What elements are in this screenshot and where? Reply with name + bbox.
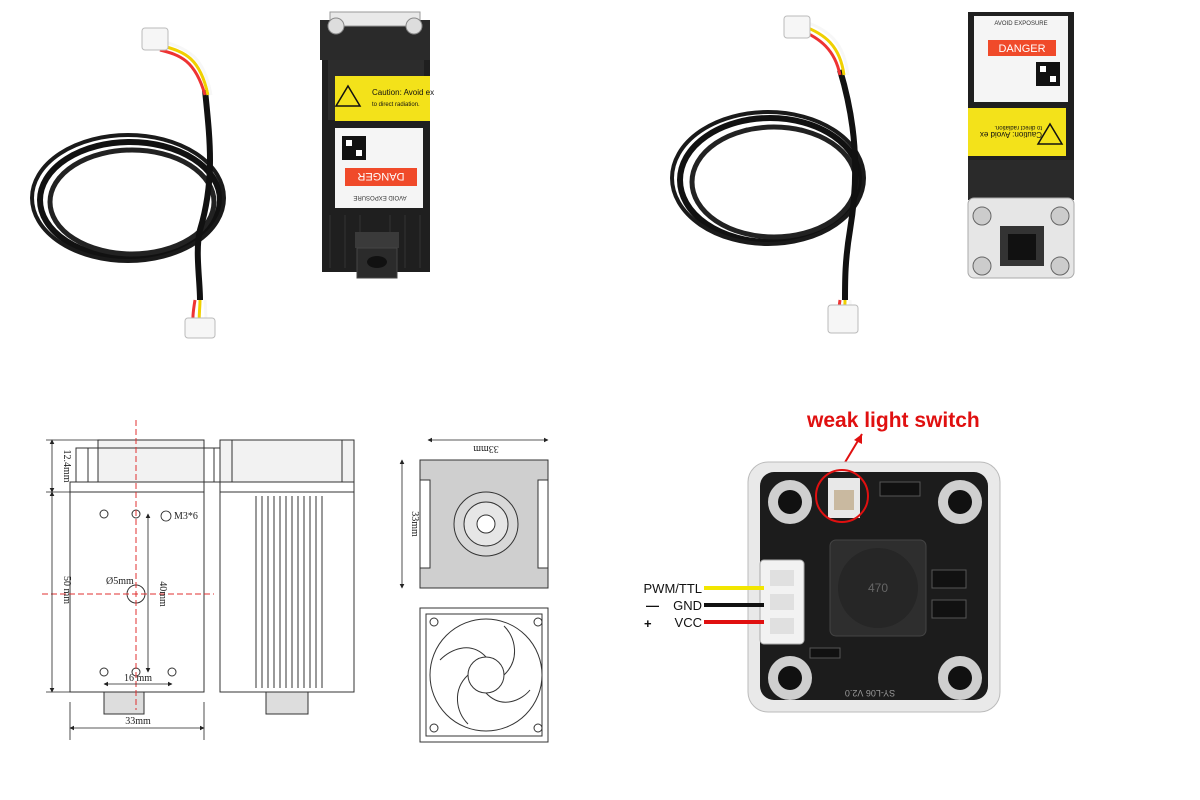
cable-coil: [670, 69, 866, 301]
driver-board-diagram: weak light switch 470: [620, 400, 1180, 730]
wire-label-gnd: GND: [673, 598, 702, 613]
centerlines: [42, 420, 214, 710]
heatsink-top-view: [419, 459, 549, 589]
wire-label-vcc: VCC: [675, 615, 702, 630]
svg-text:SY-L06 V2.0: SY-L06 V2.0: [845, 688, 895, 698]
svg-text:AVOID EXPOSURE: AVOID EXPOSURE: [353, 194, 406, 200]
dim-hole-spacing-h: 16 mm: [124, 673, 152, 684]
pcb-board: 470 SY-L06 V2.0: [747, 461, 1001, 713]
svg-text:DANGER: DANGER: [357, 170, 404, 182]
svg-text:Caution: Avoid ex: Caution: Avoid ex: [372, 88, 434, 97]
dim-hole-spacing-v: 40mm: [157, 581, 168, 607]
screw-label: M3*6: [174, 511, 198, 522]
wire-symbol-gnd: —: [646, 598, 659, 613]
connector-bottom: [184, 317, 216, 339]
wire-symbol-vcc: +: [644, 616, 652, 631]
laser-module-body: AVOID EXPOSURE DANGER Caution: Avoid ex …: [967, 12, 1075, 279]
connector-top: [783, 15, 811, 39]
dim-body-height: 50 mm: [61, 576, 72, 604]
side-view: [219, 439, 355, 715]
cable-coil: [30, 89, 226, 301]
wire-label-pwm: PWM/TTL: [644, 581, 703, 596]
fan-view: [419, 607, 549, 743]
connector-bottom: [827, 304, 859, 334]
svg-text:AVOID EXPOSURE: AVOID EXPOSURE: [994, 21, 1047, 27]
photo-laser-module-back: AVOID EXPOSURE DANGER Caution: Avoid ex …: [640, 0, 1200, 360]
dim-width: 33mm: [125, 716, 151, 727]
heatsink-width: 33mm: [473, 443, 499, 454]
front-view: [69, 439, 227, 715]
photo-laser-module-front: Caution: Avoid ex to direct radiation. D…: [0, 0, 560, 360]
laser-module-body: Caution: Avoid ex to direct radiation. D…: [320, 11, 434, 279]
svg-text:to direct radiation.: to direct radiation.: [372, 102, 420, 108]
heatsink-height: 33mm: [409, 511, 420, 537]
dimension-drawing: 12.4mm 50 mm 40mm 16 mm 33mm Ø5mm M3*6: [30, 410, 570, 760]
weak-light-switch-label: weak light switch: [806, 409, 980, 432]
svg-text:470: 470: [868, 581, 888, 595]
dim-top-height: 12.4mm: [61, 449, 72, 482]
connector-top: [141, 27, 169, 51]
hole-diameter: Ø5mm: [106, 576, 134, 587]
svg-text:DANGER: DANGER: [998, 43, 1045, 55]
svg-text:Caution: Avoid ex: Caution: Avoid ex: [980, 130, 1042, 139]
svg-text:to direct radiation.: to direct radiation.: [994, 124, 1042, 130]
